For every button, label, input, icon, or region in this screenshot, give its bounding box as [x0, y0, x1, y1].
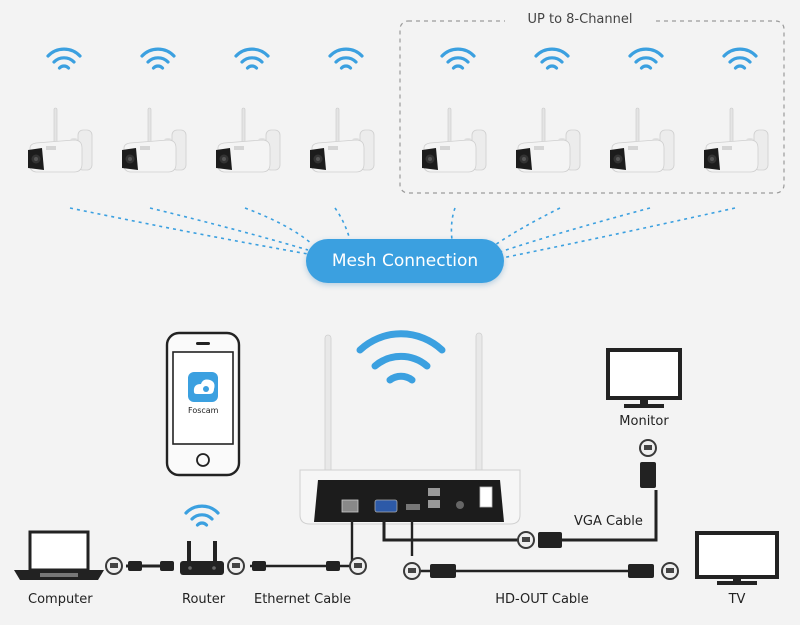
camera-icon	[421, 107, 487, 173]
wifi-icon	[328, 47, 364, 70]
camera-icon	[121, 107, 187, 173]
hdmi-port-icon	[661, 562, 679, 580]
tv-label: TV	[728, 592, 746, 607]
hdmi-port-icon	[403, 562, 421, 580]
computer-icon	[14, 530, 104, 580]
mesh-lines	[69, 207, 736, 259]
router-icon	[180, 504, 224, 575]
router-label: Router	[182, 592, 226, 607]
monitor-icon	[606, 348, 682, 408]
camera-icon	[27, 107, 93, 173]
nvr-device	[299, 332, 521, 525]
camera-icon	[609, 107, 675, 173]
camera-icon	[703, 107, 769, 173]
lan-port-icon	[349, 557, 367, 575]
lan-port-icon	[227, 557, 245, 575]
wifi-icon	[234, 47, 270, 70]
vga-port-icon	[639, 439, 657, 457]
camera-icon	[215, 107, 281, 173]
channel-label: UP to 8-Channel	[505, 12, 655, 27]
tv-icon	[695, 531, 779, 585]
lan-port-icon	[105, 557, 123, 575]
monitor-label: Monitor	[619, 414, 669, 429]
computer-label: Computer	[28, 592, 93, 607]
nvr-wifi-icon	[356, 330, 446, 384]
vga-cable-label: VGA Cable	[574, 514, 643, 529]
mesh-connection-label: Mesh Connection	[306, 239, 504, 283]
wifi-icon	[46, 47, 82, 70]
wifi-icon	[628, 47, 664, 70]
hdout-cable-label: HD-OUT Cable	[495, 592, 589, 607]
wifi-icon	[440, 47, 476, 70]
wifi-icon	[534, 47, 570, 70]
smartphone	[165, 331, 241, 477]
wifi-icon	[184, 504, 220, 527]
cameras-row	[27, 47, 769, 173]
vga-port-icon	[517, 531, 535, 549]
ethernet-cable-label: Ethernet Cable	[254, 592, 352, 607]
camera-icon	[309, 107, 375, 173]
app-name: Foscam	[188, 406, 219, 415]
connectors	[105, 439, 679, 580]
wifi-icon	[140, 47, 176, 70]
wifi-icon	[722, 47, 758, 70]
camera-icon	[515, 107, 581, 173]
